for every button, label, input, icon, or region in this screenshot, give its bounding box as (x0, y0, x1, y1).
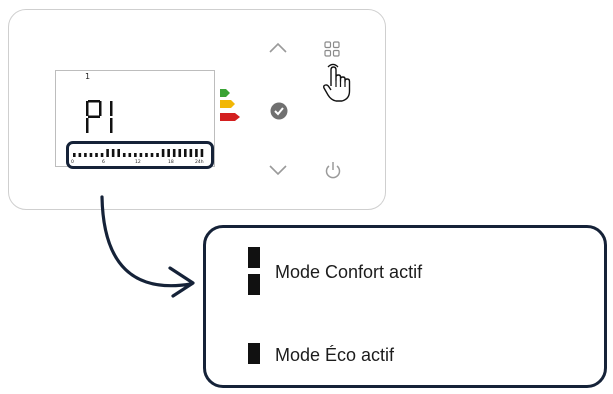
energy-yellow-arrow (220, 100, 235, 108)
tick-label-6: 6 (102, 160, 105, 165)
timeline-bar (78, 153, 82, 157)
timeline-bar (150, 153, 154, 157)
timeline-bar (145, 153, 148, 157)
timeline-bars (73, 149, 204, 157)
timeline-bar (195, 149, 198, 157)
comfort-bar-top-icon (248, 247, 260, 268)
timeline-bar (156, 153, 159, 157)
program-timeline: 0 6 12 18 24h (66, 141, 214, 169)
energy-green-arrow (220, 89, 230, 97)
timeline-bar (139, 153, 143, 157)
tick-label-0: 0 (71, 160, 74, 165)
timeline-bar (95, 153, 98, 157)
mode-legend (203, 225, 607, 388)
timeline-bar (184, 149, 187, 157)
timeline-bar (167, 149, 170, 157)
eco-bar-icon (248, 343, 260, 364)
tick-label-12: 12 (135, 160, 141, 165)
timeline-bar (172, 149, 176, 157)
energy-level-indicator (220, 89, 240, 121)
tick-label-24h: 24h (195, 160, 204, 165)
timeline-bar (200, 149, 204, 157)
timeline-bar (89, 153, 93, 157)
timeline-bar (122, 153, 126, 157)
lcd-display: 1 P1 (55, 70, 215, 167)
timeline-bar (111, 149, 115, 157)
lcd-program-glyph (86, 100, 113, 133)
timeline-bar (189, 149, 193, 157)
hand-pointer-icon (323, 63, 351, 102)
timeline-bar (117, 149, 120, 157)
power-icon[interactable] (324, 161, 342, 180)
timeline-bar (106, 149, 109, 157)
menu-grid-icon[interactable] (324, 41, 340, 57)
comfort-mode-label: Mode Confort actif (275, 262, 423, 282)
timeline-bar (134, 153, 137, 157)
energy-red-arrow (220, 113, 240, 121)
timeline-bar (84, 153, 87, 157)
tick-label-18: 18 (168, 160, 174, 165)
chevron-down-icon[interactable] (268, 164, 288, 176)
eco-mode-label: Mode Éco actif (275, 345, 395, 365)
timeline-bar (161, 149, 165, 157)
timeline-bar (128, 153, 132, 157)
timeline-bar (100, 153, 104, 157)
comfort-bar-bottom-icon (248, 274, 260, 295)
check-circle-icon[interactable] (270, 102, 288, 120)
timeline-bar (178, 149, 182, 157)
lcd-channel-number: 1 (85, 72, 91, 81)
chevron-up-icon[interactable] (268, 42, 288, 54)
timeline-bar (73, 153, 76, 157)
